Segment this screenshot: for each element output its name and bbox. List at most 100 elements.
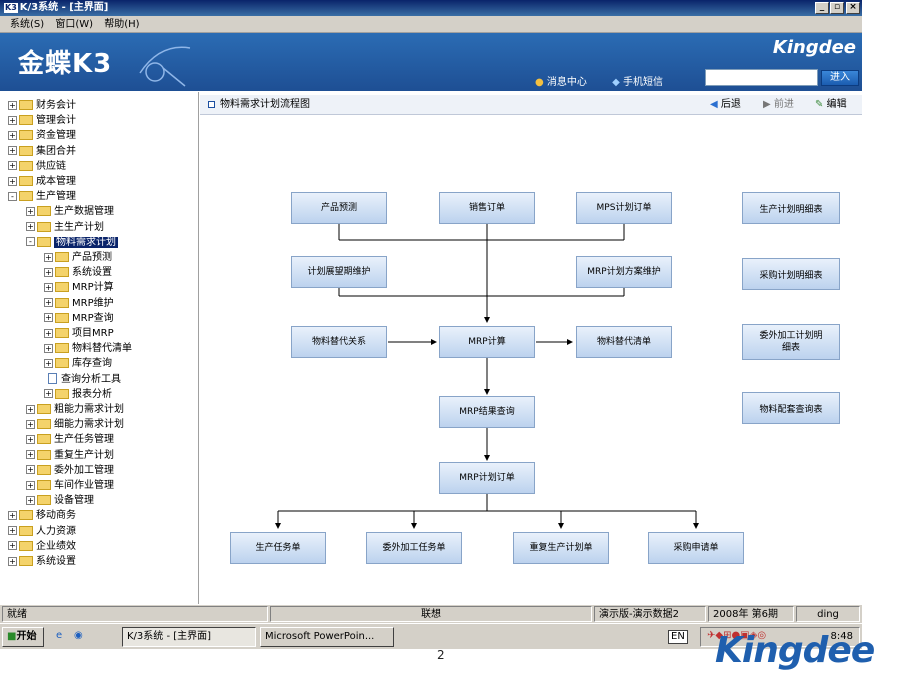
menu-window[interactable]: 窗口(W) [55, 19, 94, 30]
report-material-kit[interactable]: 物料配套查询表 [742, 392, 840, 424]
language-indicator[interactable]: EN [668, 630, 688, 644]
product-forecast-node[interactable]: 产品预测 [291, 192, 387, 224]
expand-icon[interactable]: + [44, 328, 53, 338]
expand-icon[interactable]: + [26, 465, 35, 475]
tree-item[interactable]: +车间作业管理 [26, 478, 114, 493]
close-button[interactable]: × [846, 2, 860, 14]
substitute-list-node[interactable]: 物料替代清单 [576, 326, 672, 358]
expand-icon[interactable]: + [44, 267, 53, 277]
desktop-icon[interactable]: ◉ [74, 630, 83, 641]
expand-icon[interactable]: + [8, 556, 17, 566]
expand-icon[interactable]: + [26, 404, 35, 414]
expand-icon[interactable]: + [8, 161, 17, 171]
tree-item[interactable]: +成本管理 [8, 174, 76, 189]
expand-icon[interactable]: + [8, 510, 17, 520]
tree-item[interactable]: +项目MRP [44, 326, 114, 341]
tree-item[interactable]: +主生产计划 [26, 220, 104, 235]
expand-icon[interactable]: + [26, 495, 35, 505]
mrp-result-node[interactable]: MRP结果查询 [439, 396, 535, 428]
outsource-task-node[interactable]: 委外加工任务单 [366, 532, 462, 564]
expand-icon[interactable]: + [8, 100, 17, 110]
expand-icon[interactable]: + [44, 313, 53, 323]
tree-item[interactable]: +资金管理 [8, 128, 76, 143]
tree-item[interactable]: +管理会计 [8, 113, 76, 128]
collapse-icon[interactable]: - [8, 191, 17, 201]
tree-item[interactable]: +重复生产计划 [26, 448, 114, 463]
collapse-icon[interactable]: - [26, 237, 35, 247]
expand-icon[interactable]: + [44, 358, 53, 368]
mps-order-node[interactable]: MPS计划订单 [576, 192, 672, 224]
tree-item[interactable]: +生产任务管理 [26, 432, 114, 447]
sales-order-node[interactable]: 销售订单 [439, 192, 535, 224]
tree-item[interactable]: 查询分析工具 [44, 372, 121, 387]
tree-item[interactable]: +物料替代清单 [44, 341, 132, 356]
report-production-plan[interactable]: 生产计划明细表 [742, 192, 840, 224]
tree-item[interactable]: +MRP查询 [44, 311, 114, 326]
expand-icon[interactable]: + [26, 450, 35, 460]
menu-system[interactable]: 系统(S) [10, 19, 45, 30]
expand-icon[interactable]: + [44, 343, 53, 353]
tree-item[interactable]: -物料需求计划 [26, 235, 118, 250]
expand-icon[interactable]: + [8, 130, 17, 140]
expand-icon[interactable]: + [26, 419, 35, 429]
forward-button[interactable]: ▶ 前进 [763, 99, 794, 110]
task-k3[interactable]: K/3系统 - [主界面] [122, 627, 256, 647]
expand-icon[interactable]: + [44, 282, 53, 292]
expand-icon[interactable]: + [26, 480, 35, 490]
tree-item[interactable]: +MRP计算 [44, 280, 114, 295]
tree-item[interactable]: +委外加工管理 [26, 463, 114, 478]
expand-icon[interactable]: + [8, 526, 17, 536]
go-button[interactable]: 进入 [821, 70, 859, 86]
ie-icon[interactable]: e [56, 630, 63, 641]
tree-item[interactable]: +设备管理 [26, 493, 94, 508]
purchase-request-node[interactable]: 采购申请单 [648, 532, 744, 564]
tree-item[interactable]: +集团合并 [8, 144, 76, 159]
tree-item[interactable]: +移动商务 [8, 508, 76, 523]
expand-icon[interactable]: + [26, 222, 35, 232]
tree-item[interactable]: -生产管理 [8, 189, 76, 204]
tree-item[interactable]: +库存查询 [44, 356, 112, 371]
back-button[interactable]: ◀ 后退 [710, 99, 741, 110]
tray-icons[interactable]: ✈◆⊞●▣◈◎ [707, 630, 767, 641]
edit-button[interactable]: ✎ 编辑 [815, 99, 847, 110]
tree-item[interactable]: +MRP维护 [44, 296, 114, 311]
tree-item[interactable]: +粗能力需求计划 [26, 402, 124, 417]
sms-link[interactable]: ◆ 手机短信 [612, 77, 663, 88]
repetitive-plan-node[interactable]: 重复生产计划单 [513, 532, 609, 564]
expand-icon[interactable]: + [44, 298, 53, 308]
mrp-calc-node[interactable]: MRP计算 [439, 326, 535, 358]
expand-icon[interactable]: + [8, 541, 17, 551]
tree-item[interactable]: +人力资源 [8, 524, 76, 539]
production-task-node[interactable]: 生产任务单 [230, 532, 326, 564]
tree-item[interactable]: +产品预测 [44, 250, 112, 265]
plan-horizon-node[interactable]: 计划展望期维护 [291, 256, 387, 288]
tree-item[interactable]: +系统设置 [8, 554, 76, 569]
tree-item[interactable]: +系统设置 [44, 265, 112, 280]
expand-icon[interactable]: + [44, 389, 53, 399]
folder-icon [19, 160, 33, 171]
expand-icon[interactable]: + [44, 252, 53, 262]
restore-button[interactable]: ▫ [830, 2, 844, 14]
message-center-link[interactable]: ● 消息中心 [535, 77, 587, 88]
task-powerpoint[interactable]: Microsoft PowerPoin... [260, 627, 394, 647]
report-purchase-plan[interactable]: 采购计划明细表 [742, 258, 840, 290]
mrp-order-node[interactable]: MRP计划订单 [439, 462, 535, 494]
expand-icon[interactable]: + [26, 206, 35, 216]
tree-item[interactable]: +供应链 [8, 159, 66, 174]
expand-icon[interactable]: + [8, 176, 17, 186]
tree-item[interactable]: +细能力需求计划 [26, 417, 124, 432]
start-button[interactable]: ■开始 [2, 627, 44, 647]
tree-item[interactable]: +企业绩效 [8, 539, 76, 554]
report-outsource-plan[interactable]: 委外加工计划明细表 [742, 324, 840, 360]
search-input[interactable] [705, 69, 818, 86]
tree-item[interactable]: +生产数据管理 [26, 204, 114, 219]
expand-icon[interactable]: + [26, 434, 35, 444]
tree-item[interactable]: +报表分析 [44, 387, 112, 402]
expand-icon[interactable]: + [8, 115, 17, 125]
minimize-button[interactable]: _ [815, 2, 829, 14]
tree-item[interactable]: +财务会计 [8, 98, 76, 113]
menu-help[interactable]: 帮助(H) [104, 19, 140, 30]
mrp-scheme-node[interactable]: MRP计划方案维护 [576, 256, 672, 288]
expand-icon[interactable]: + [8, 146, 17, 156]
substitute-relation-node[interactable]: 物料替代关系 [291, 326, 387, 358]
